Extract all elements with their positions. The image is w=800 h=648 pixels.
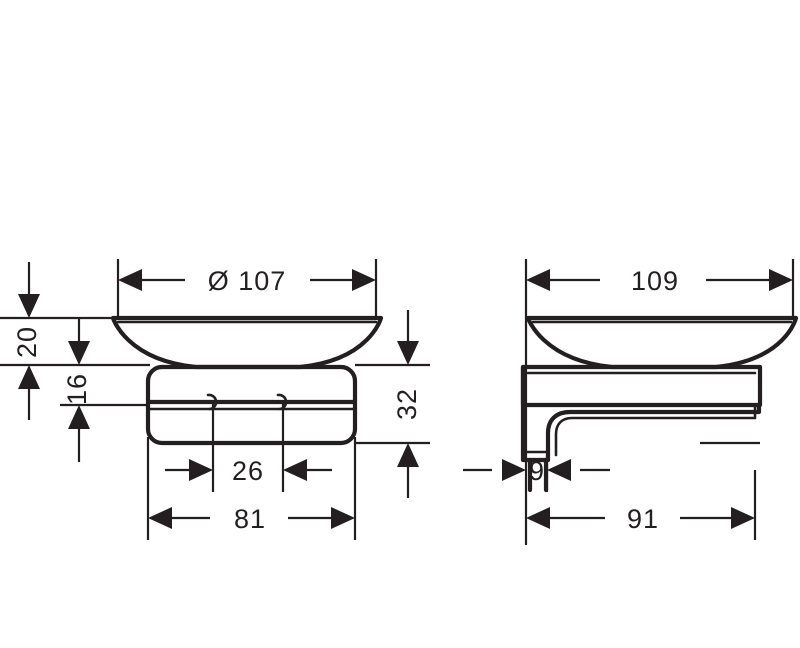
arrow-26-left <box>189 459 213 481</box>
arrow-16-bottom <box>68 405 90 429</box>
arrow-81-left <box>148 507 172 529</box>
arrow-107-left <box>118 269 142 291</box>
holder-body-outline <box>145 364 358 446</box>
dimension-d-91: 91 <box>526 504 755 534</box>
arrow-91-right <box>731 507 755 529</box>
dim-label-91: 91 <box>627 504 659 534</box>
bowl-outer-profile-side <box>525 315 799 370</box>
dimension-dia-107: Ø 107 <box>118 266 376 296</box>
front-extension-lines <box>0 259 430 540</box>
soap-dish-bowl-front <box>110 315 384 370</box>
dim-label-32: 32 <box>392 388 422 420</box>
side-view-group: 109 9 91 <box>463 259 799 545</box>
dimension-w-81: 81 <box>148 504 355 534</box>
arrow-109-left <box>526 269 550 291</box>
arrow-16-top <box>68 341 90 365</box>
arrow-26-right <box>283 459 307 481</box>
soap-dish-bowl-side <box>525 315 799 370</box>
front-view-group: Ø 107 20 16 32 <box>0 259 430 540</box>
dim-label-26: 26 <box>232 456 264 486</box>
holder-lower-rail-inner-side <box>554 403 757 457</box>
arrow-107-right <box>352 269 376 291</box>
wall-plate-side <box>520 364 551 463</box>
dimension-d-109: 109 <box>526 266 793 296</box>
holder-body-side <box>520 364 763 493</box>
bowl-outer-profile <box>110 315 384 370</box>
arrow-9-left <box>502 459 526 481</box>
arrow-32-top <box>397 341 419 365</box>
arrow-20-top <box>18 294 40 318</box>
dimension-h-20: 20 <box>12 262 42 420</box>
arrow-81-right <box>331 507 355 529</box>
dim-label-20: 20 <box>12 326 42 358</box>
dim-label-9: 9 <box>529 456 545 486</box>
arrow-109-right <box>769 269 793 291</box>
dimension-h-16: 16 <box>62 318 92 462</box>
arrow-9-right <box>547 459 571 481</box>
side-extension-lines <box>524 259 795 545</box>
mounting-post-side <box>527 457 549 493</box>
dimension-d-9: 9 <box>463 456 610 486</box>
holder-lower-rail-side <box>545 402 762 463</box>
arrow-91-left <box>526 507 550 529</box>
arrow-32-bottom <box>397 443 419 467</box>
mounting-arc-left <box>206 393 218 411</box>
dimension-h-32: 32 <box>392 310 422 498</box>
mounting-arc-right <box>276 393 288 411</box>
dim-label-16: 16 <box>62 373 92 405</box>
arrow-20-bottom <box>18 365 40 389</box>
dim-label-109: 109 <box>631 266 679 296</box>
dimension-w-26: 26 <box>165 456 332 486</box>
dim-label-81: 81 <box>234 504 266 534</box>
holder-body-front <box>145 364 358 446</box>
dim-label-107: Ø 107 <box>208 266 287 296</box>
